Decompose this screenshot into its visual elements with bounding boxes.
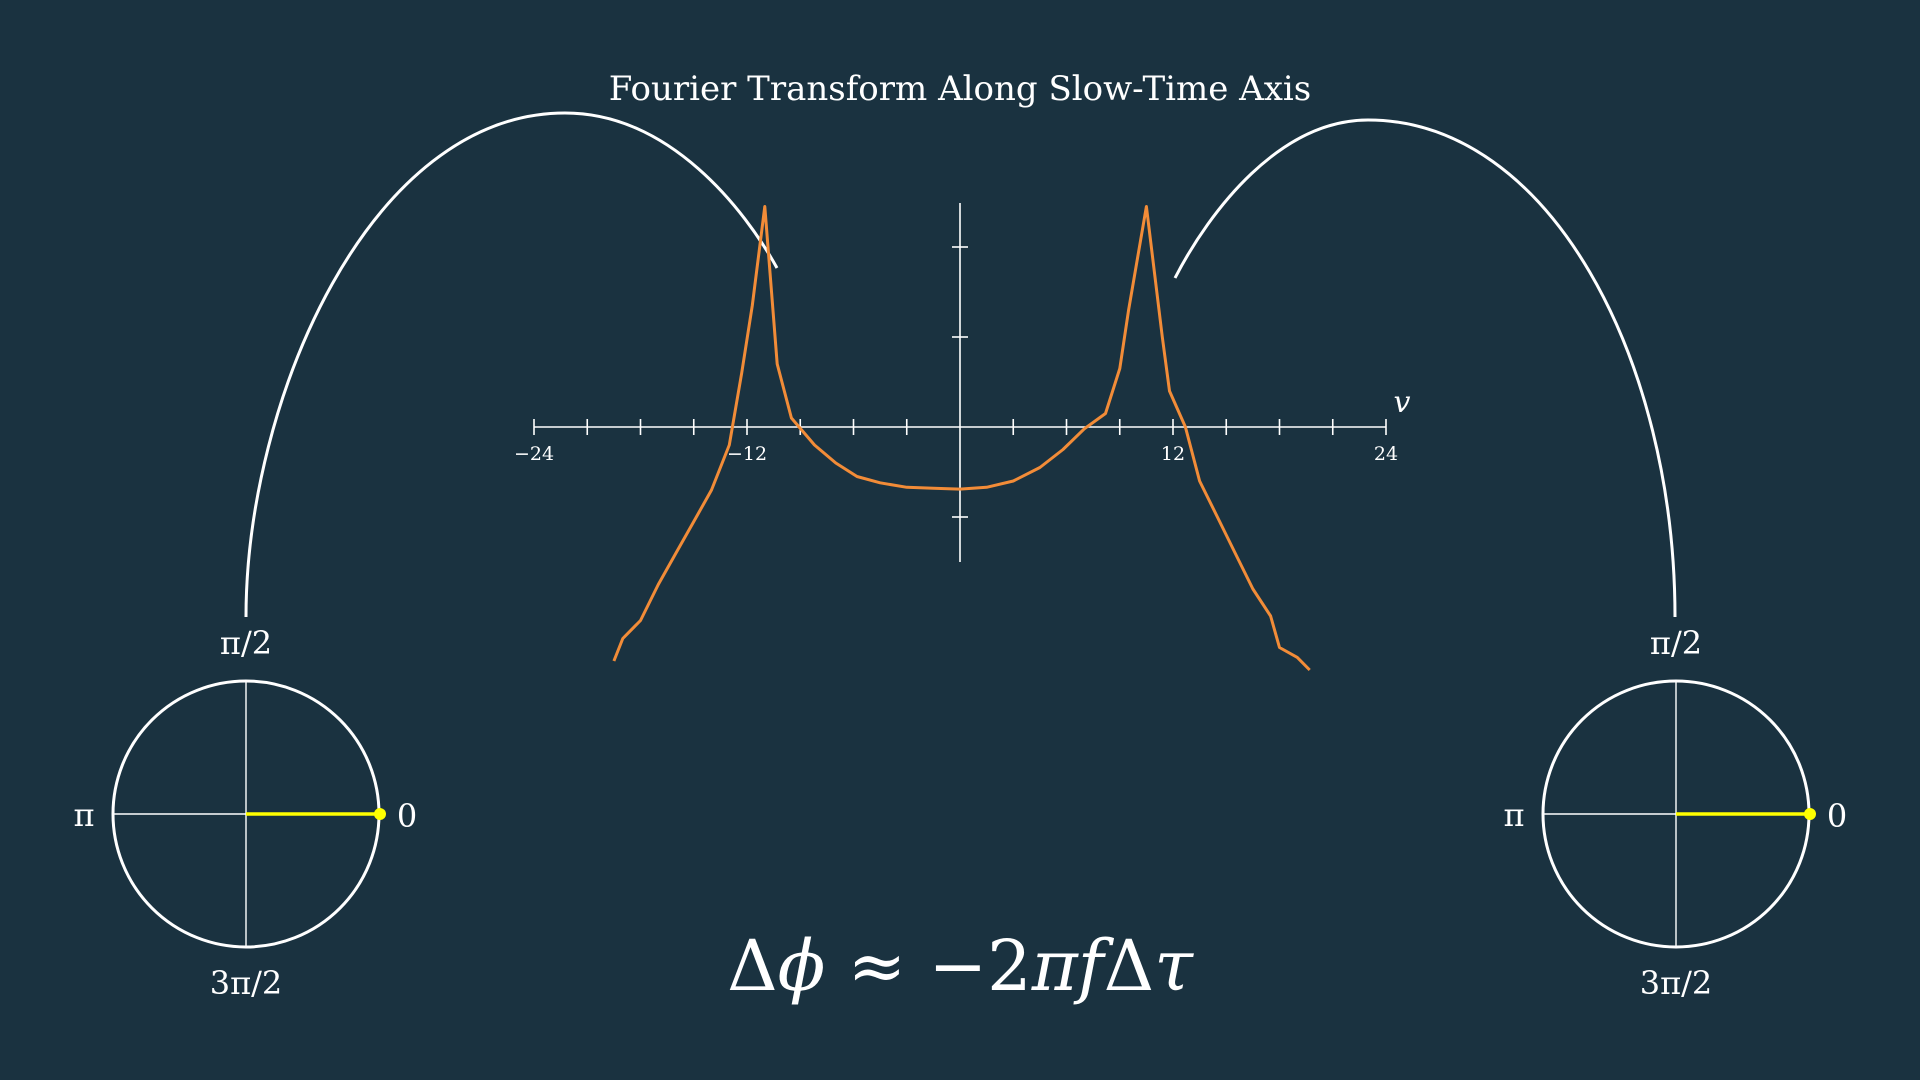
equation-pi: π: [1031, 925, 1080, 1007]
x-axis-tick-labels: −24 −12 12 24: [514, 443, 1398, 465]
equation-tau: τ: [1154, 925, 1194, 1007]
phase-circle-left-label-left: π: [73, 796, 94, 834]
x-tick-label: −12: [727, 443, 767, 465]
phase-circle-right-label-bottom: 3π/2: [1640, 964, 1713, 1002]
equation-approx: ≈ −2: [825, 925, 1031, 1007]
phase-circle-right-label-right: 0: [1827, 797, 1847, 835]
phase-circle-right-label-top: π/2: [1650, 624, 1702, 662]
spectrum-series-line: [612, 205, 1311, 672]
phase-circle-right-phasor-tip: [1804, 808, 1816, 820]
equation-delta: Δ: [727, 925, 778, 1007]
x-axis-label: v: [1394, 385, 1411, 420]
phase-circle-left-label-right: 0: [397, 797, 417, 835]
x-tick-label: −24: [514, 443, 554, 465]
y-axis-ticks: [952, 246, 968, 518]
right-connector-arc: [1173, 118, 1677, 618]
phase-delay-equation: Δϕ ≈ −2πfΔτ: [727, 925, 1194, 1007]
phase-circle-left: π/2 π 0 3π/2: [73, 624, 417, 1002]
equation-phi: ϕ: [778, 925, 826, 1007]
phase-circle-right: π/2 π 0 3π/2: [1503, 624, 1847, 1002]
spectrum-plot: −24 −12 12 24 v: [514, 203, 1411, 672]
x-axis-ticks: [533, 419, 1387, 435]
x-tick-label: 24: [1374, 443, 1398, 465]
diagram-title: Fourier Transform Along Slow-Time Axis: [609, 69, 1311, 109]
left-connector-arc: [244, 111, 779, 618]
phase-circle-left-phasor-tip: [374, 808, 386, 820]
phase-circle-right-label-left: π: [1503, 796, 1524, 834]
x-tick-label: 12: [1161, 443, 1185, 465]
phase-circle-left-label-bottom: 3π/2: [210, 964, 283, 1002]
equation-delta-2: Δ: [1104, 925, 1155, 1007]
phase-circle-left-label-top: π/2: [220, 624, 272, 662]
